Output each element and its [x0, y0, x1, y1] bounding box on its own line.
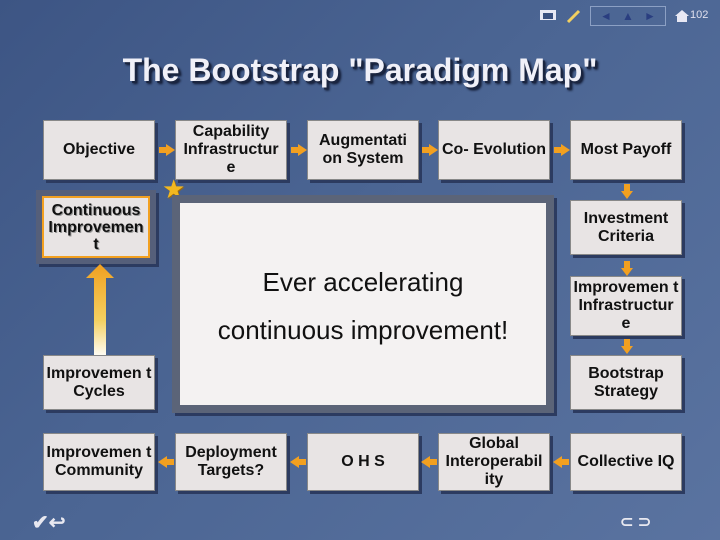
arrow-down-icon: [621, 261, 633, 276]
box-most-payoff: Most Payoff: [570, 120, 682, 180]
box-global-interoperability: Global Interoperabil ity: [438, 433, 550, 491]
box-bootstrap-strategy: Bootstrap Strategy: [570, 355, 682, 410]
box-improvement-cycles: Improvemen t Cycles: [43, 355, 155, 410]
box-continuous-improvement: Continuous Improvemen t: [42, 196, 150, 258]
box-objective: Objective: [43, 120, 155, 180]
nav-up-icon[interactable]: ▲: [622, 9, 634, 23]
arrow-down-icon: [621, 184, 633, 199]
arrow-right-icon: [422, 144, 438, 156]
home-icon[interactable]: [672, 7, 692, 25]
arrow-right-icon: [159, 144, 175, 156]
arrow-down-icon: [621, 339, 633, 354]
arrow-left-icon: [290, 456, 306, 468]
box-capability-infrastructure: Capability Infrastructur e: [175, 120, 287, 180]
return-icons[interactable]: ⊂ ⊃: [620, 514, 652, 531]
main-text-line-1: Ever accelerating: [262, 267, 464, 297]
box-collective-iq: Collective IQ: [570, 433, 682, 491]
box-improvement-infrastructure: Improvemen t Infrastructur e: [570, 276, 682, 336]
presentation-icon[interactable]: [538, 7, 558, 25]
box-deployment-targets: Deployment Targets?: [175, 433, 287, 491]
navigation-arrows: ◄ ▲ ►: [590, 6, 666, 26]
arrow-left-icon: [158, 456, 174, 468]
box-co-evolution: Co- Evolution: [438, 120, 550, 180]
arrow-left-icon: [553, 456, 569, 468]
main-text-line-2: continuous improvement!: [217, 315, 509, 345]
highlight-frame: Continuous Improvemen t: [36, 190, 156, 264]
nav-forward-icon[interactable]: ►: [644, 9, 656, 23]
box-ohs: O H S: [307, 433, 419, 491]
arrow-left-icon: [421, 456, 437, 468]
nav-back-icon[interactable]: ◄: [600, 9, 612, 23]
checkmark-icon[interactable]: ✔↩: [32, 512, 66, 534]
main-message-panel: [180, 203, 546, 405]
main-message-frame: Ever accelerating continuous improvement…: [172, 195, 554, 413]
pen-icon[interactable]: [564, 7, 584, 25]
arrow-right-icon: [291, 144, 307, 156]
box-improvement-community: Improvemen t Community: [43, 433, 155, 491]
box-investment-criteria: Investment Criteria: [570, 200, 682, 255]
slide-title: The Bootstrap "Paradigm Map": [122, 52, 598, 88]
box-augmentation-system: Augmentati on System: [307, 120, 419, 180]
arrow-up-icon: [86, 264, 114, 358]
arrow-right-icon: [554, 144, 570, 156]
toolbar: ◄ ▲ ►: [538, 6, 692, 26]
page-number: 102: [690, 9, 709, 21]
